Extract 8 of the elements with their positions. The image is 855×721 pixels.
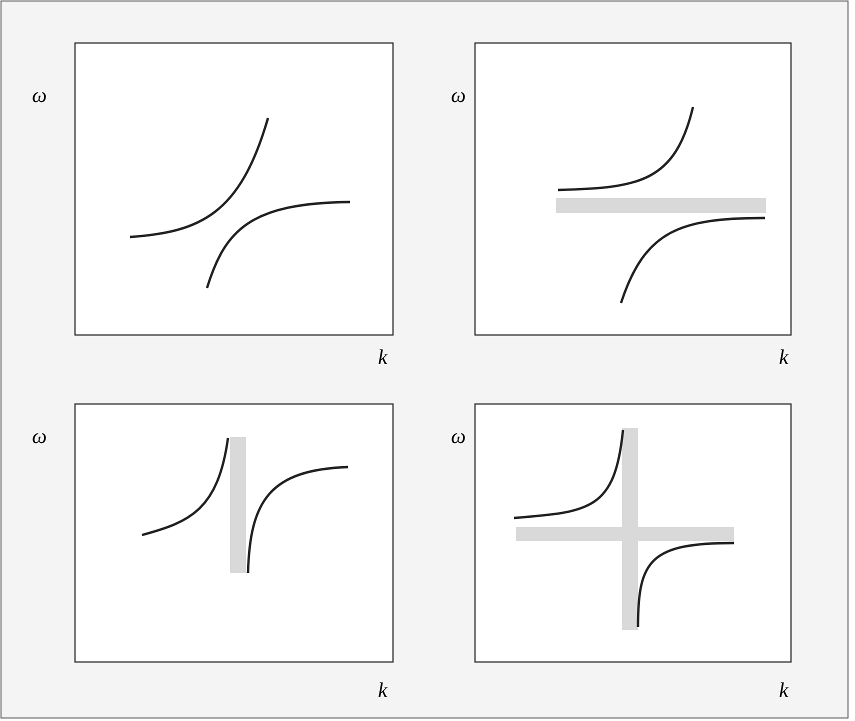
axis-label: ω (451, 85, 466, 106)
axis-label: k (779, 347, 788, 368)
axis-label: k (779, 680, 788, 701)
axis-label: k (378, 347, 388, 368)
axis-label: ω (32, 85, 47, 106)
axis-label: ω (32, 426, 47, 447)
axis-label: k (378, 680, 388, 701)
axis-label: ω (451, 426, 466, 447)
